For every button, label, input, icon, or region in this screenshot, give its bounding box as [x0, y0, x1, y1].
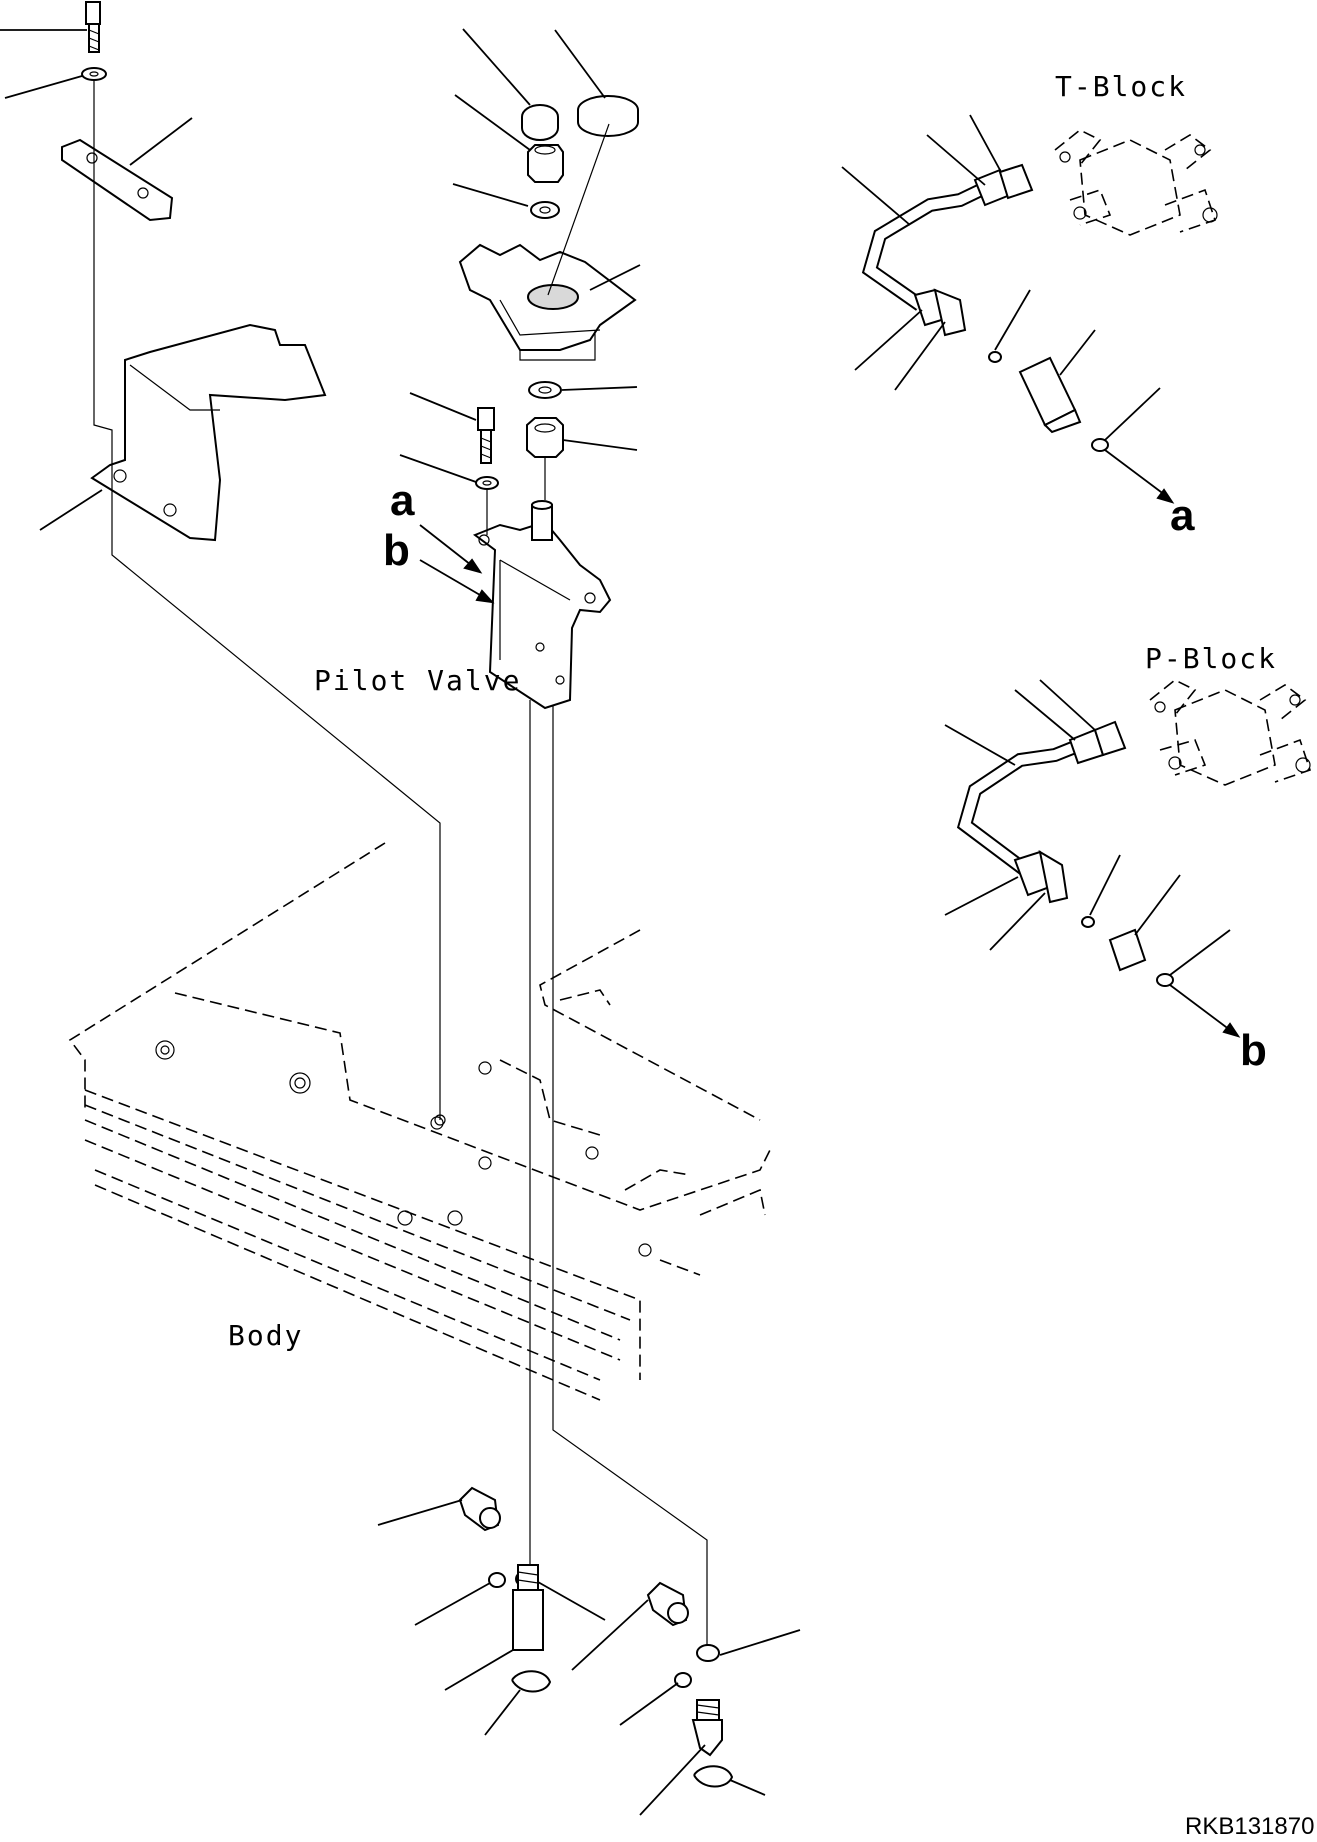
- drawing-code: RKB131870: [1185, 1813, 1314, 1840]
- port-b-label: b: [383, 526, 410, 575]
- washer: [81, 67, 107, 81]
- clip-ring: [693, 1765, 734, 1788]
- lower-fittings-left: [377, 1486, 606, 1736]
- body-label: Body: [228, 1319, 303, 1352]
- valve-plunger: [531, 504, 553, 541]
- pilot-valve-label: Pilot Valve: [314, 664, 521, 697]
- pedal-stack: [399, 28, 708, 1645]
- p-block-port-b-label: b: [1240, 1026, 1267, 1075]
- nut: [527, 144, 564, 183]
- t-block-port-a-label: a: [1170, 491, 1195, 540]
- t-block-hose-assembly: [841, 114, 1175, 504]
- p-block-hose-assembly: [944, 679, 1241, 1038]
- port-a-label: a: [390, 476, 415, 525]
- p-block-label: P-Block: [1145, 642, 1277, 675]
- bent-bracket: [90, 323, 327, 542]
- body-floor-plate: [68, 842, 771, 1401]
- p-block: [1149, 679, 1312, 786]
- bracket-assembly: [0, 1, 441, 1120]
- bolt-head: [85, 1, 101, 25]
- clamp-plate: [61, 138, 174, 222]
- lower-fittings-right: [571, 1581, 801, 1816]
- t-block-label: T-Block: [1055, 70, 1187, 103]
- p-connector: [1108, 928, 1147, 972]
- clip-ring: [511, 1670, 552, 1693]
- t-block: [1054, 129, 1218, 236]
- adapter: [512, 1589, 544, 1651]
